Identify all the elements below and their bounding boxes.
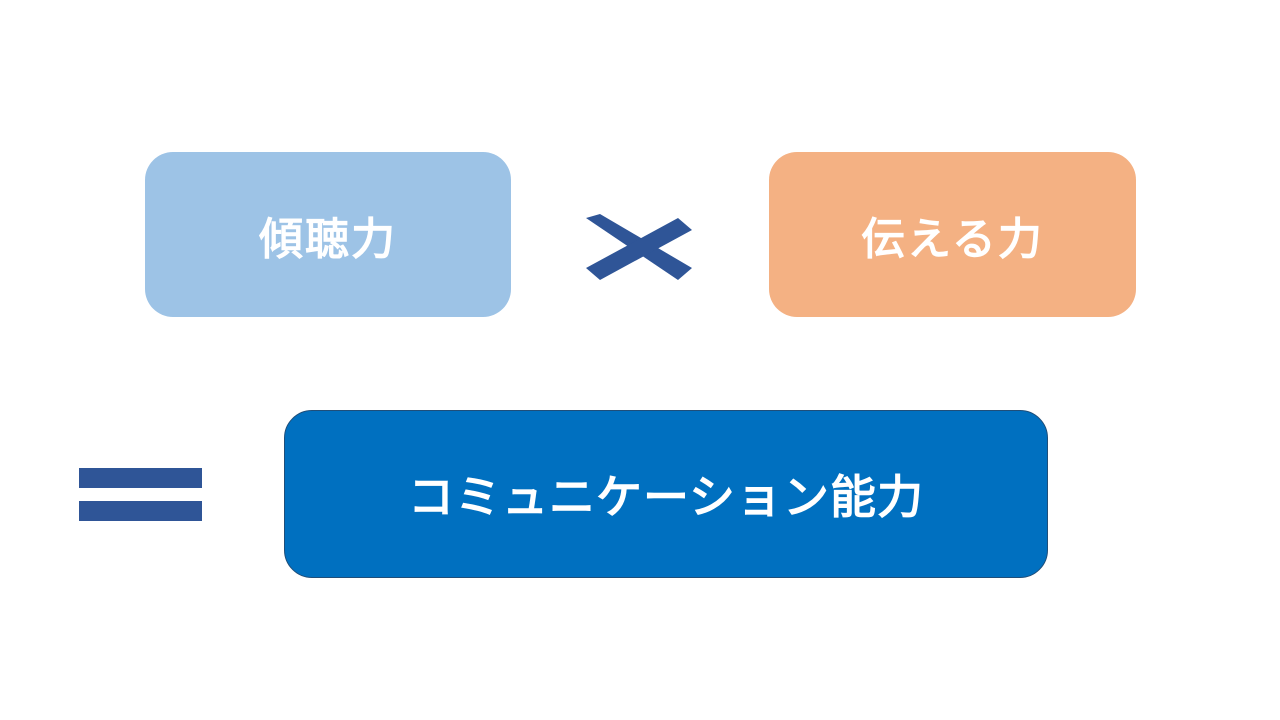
equals-bar-bottom (79, 501, 202, 521)
equals-icon (79, 468, 202, 521)
conveying-skill-box: 伝える力 (769, 152, 1136, 317)
multiply-stroke-2 (586, 218, 692, 280)
conveying-skill-label: 伝える力 (861, 213, 1044, 265)
equals-bar-top (79, 468, 202, 488)
listening-skill-label: 傾聴力 (259, 213, 397, 265)
communication-skill-label: コミュニケーション能力 (407, 470, 925, 524)
listening-skill-box: 傾聴力 (145, 152, 511, 317)
multiply-icon (586, 214, 692, 280)
communication-skill-box: コミュニケーション能力 (284, 410, 1048, 578)
